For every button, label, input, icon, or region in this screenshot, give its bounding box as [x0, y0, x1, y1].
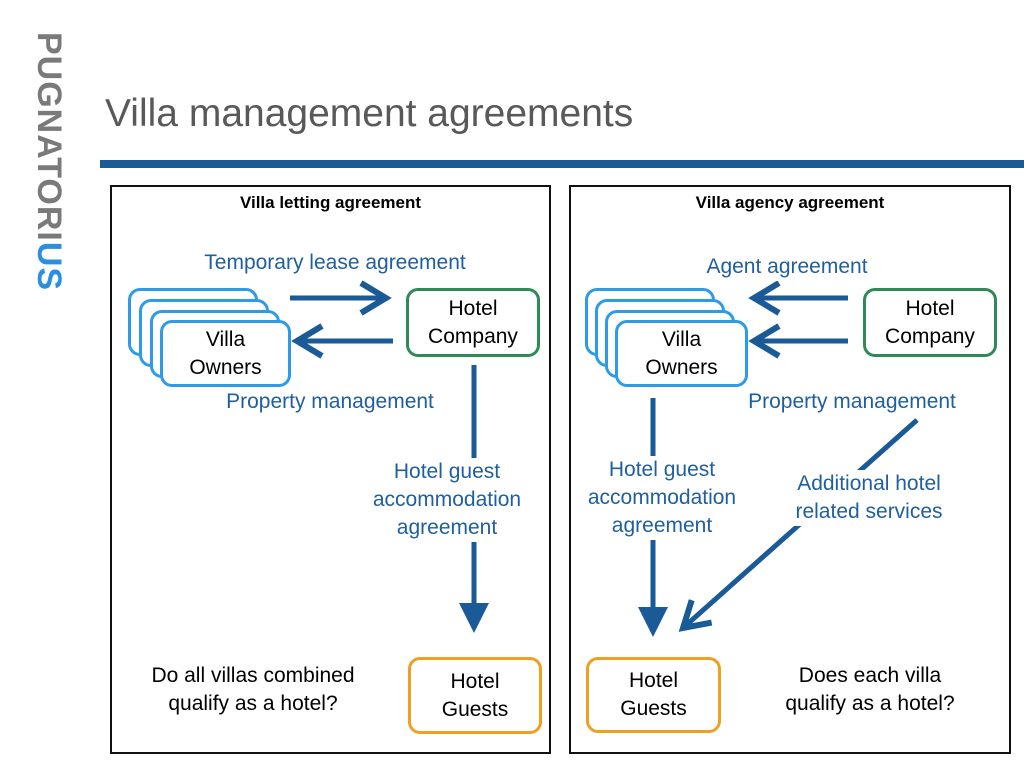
- title-divider: [100, 160, 1024, 168]
- label-line: accommodation: [587, 486, 737, 509]
- label-line: agreement: [611, 514, 713, 537]
- question-text: Does each villa qualify as a hotel?: [760, 662, 980, 718]
- label-line: Additional hotel: [797, 472, 941, 495]
- box-text: Company: [885, 324, 975, 348]
- box-text: Owners: [645, 355, 718, 379]
- question-line: qualify as a hotel?: [168, 692, 338, 715]
- label-line: related services: [795, 500, 943, 523]
- guest-agreement-label: Hotel guest accommodation agreement: [572, 456, 752, 540]
- box-text: Guests: [620, 697, 687, 720]
- box-text: Company: [428, 324, 518, 348]
- box-text: Hotel: [905, 296, 955, 320]
- box-text: Villa: [661, 327, 702, 351]
- label-line: Hotel guest: [608, 458, 716, 481]
- question-text: Do all villas combined qualify as a hotel…: [123, 662, 383, 718]
- label-line: Hotel guest: [393, 460, 501, 483]
- property-management-label: Property management: [748, 390, 956, 413]
- villa-agency-panel: Villa agency agreement: [569, 185, 1011, 754]
- slide-title: Villa management agreements: [105, 92, 634, 135]
- box-text: Guests: [441, 697, 509, 721]
- additional-services-label: Additional hotel related services: [780, 470, 958, 526]
- panel-header: Villa agency agreement: [695, 193, 885, 212]
- question-line: Do all villas combined: [151, 664, 355, 687]
- box-text: Hotel: [448, 296, 498, 320]
- property-management-label: Property management: [226, 390, 434, 413]
- panel-header: Villa letting agreement: [239, 193, 422, 212]
- box-text: Villa: [205, 327, 246, 351]
- label-line: accommodation: [372, 488, 522, 511]
- box-text: Owners: [189, 355, 262, 379]
- villa-letting-panel: Villa letting agreement: [110, 185, 551, 754]
- question-line: qualify as a hotel?: [785, 692, 955, 715]
- label-line: agreement: [396, 516, 498, 539]
- question-line: Does each villa: [798, 664, 942, 687]
- guest-agreement-label: Hotel guest accommodation agreement: [357, 458, 537, 542]
- temporary-lease-label: Temporary lease agreement: [160, 249, 510, 277]
- box-text: Hotel: [628, 669, 679, 692]
- agent-agreement-label: Agent agreement: [660, 253, 914, 281]
- box-text: Hotel: [450, 669, 500, 693]
